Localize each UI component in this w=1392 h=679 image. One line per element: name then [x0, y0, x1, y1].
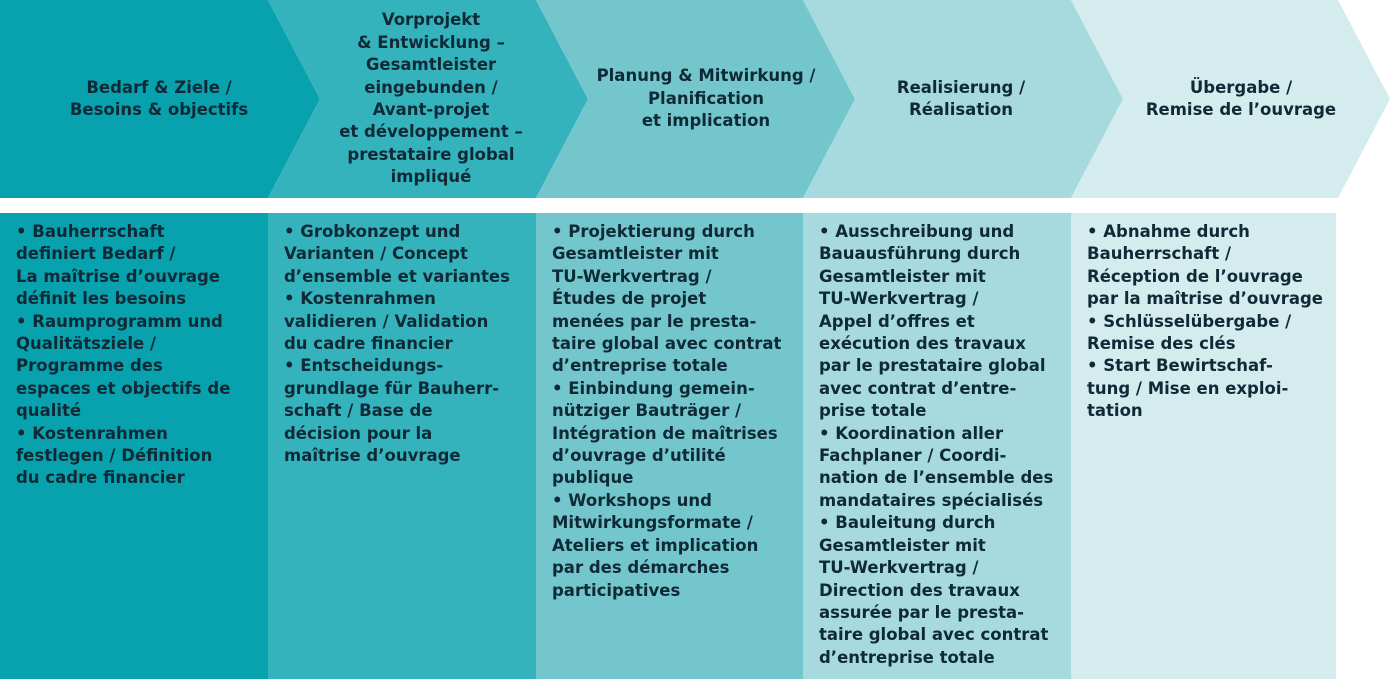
stage-5-title: Übergabe / Remise de l’ouvrage	[1145, 77, 1337, 119]
stage-4-title: Realisierung / Réalisation	[896, 77, 1026, 119]
stage-2-title: Vorprojekt & Entwicklung – Gesamtleister…	[339, 10, 523, 187]
stage-1-details: • Bauherrschaft definiert Bedarf / La ma…	[0, 213, 268, 679]
stage-arrow-2	[268, 0, 588, 198]
stage-4-details: • Ausschreibung und Bauausführung durch …	[803, 213, 1071, 679]
stage-5-details: • Abnahme durch Bauherrschaft / Réceptio…	[1071, 213, 1336, 679]
stage-2-details: • Grobkonzept und Varianten / Concept d’…	[268, 213, 536, 679]
stage-arrow-4	[803, 0, 1123, 198]
stage-arrow-1	[0, 0, 320, 198]
stage-arrow-5	[1071, 0, 1390, 198]
stage-1-title: Bedarf & Ziele / Besoins & objectifs	[69, 77, 249, 119]
stage-3-title: Planung & Mitwirkung / Planification et …	[596, 66, 816, 131]
stage-arrow-3	[536, 0, 855, 198]
stage-3-details: • Projektierung durch Gesamtleister mit …	[536, 213, 803, 679]
process-arrows	[0, 0, 1390, 198]
